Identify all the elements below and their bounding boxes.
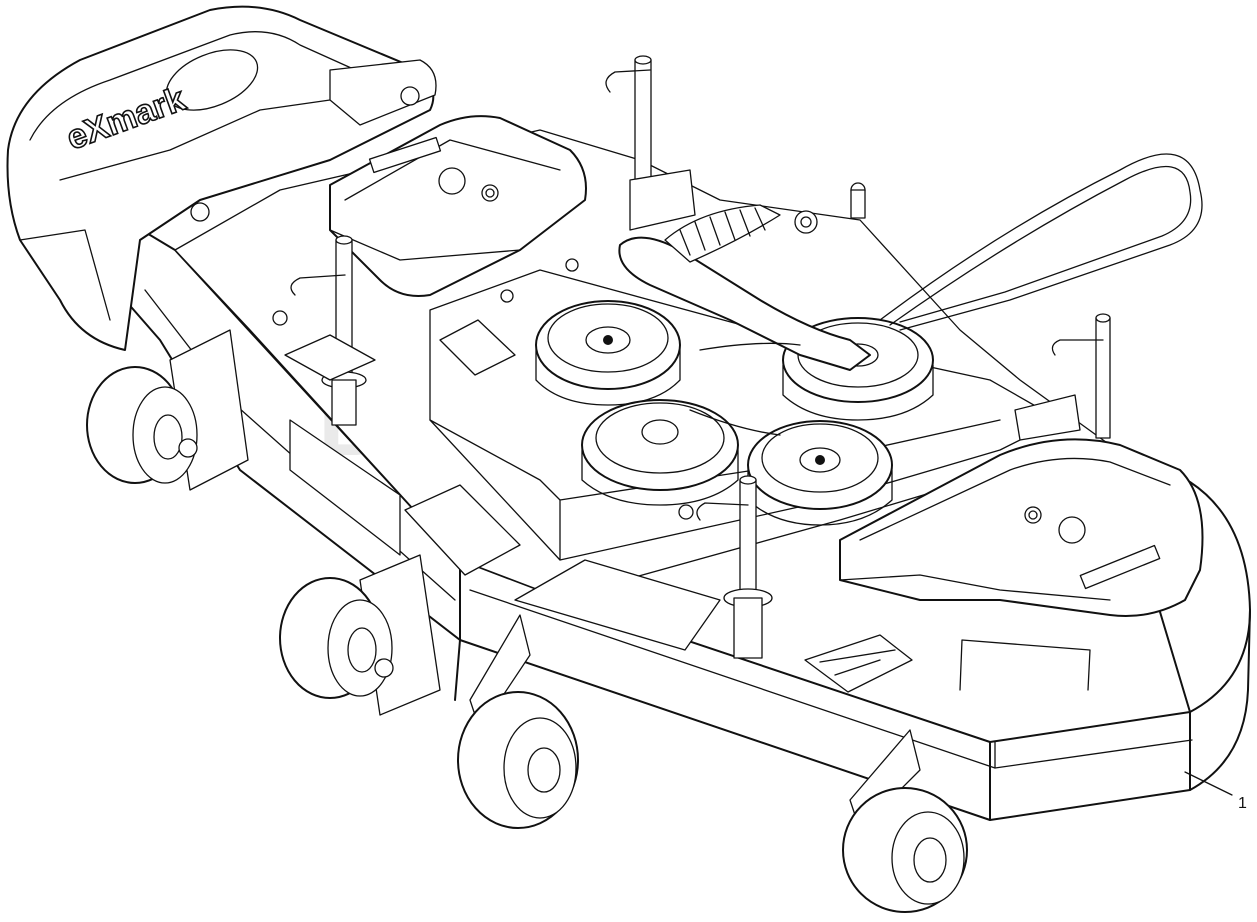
- belt-left-run: [689, 342, 801, 436]
- callout-leader: [1184, 771, 1233, 796]
- belt-outer: [879, 153, 1203, 331]
- deck-front-bottom: [454, 639, 461, 701]
- center-cover-grease-port: [481, 184, 499, 202]
- left-cover-bolt: [190, 202, 210, 222]
- center-cover-top: [344, 139, 561, 201]
- right-cover-grease-port: [1024, 506, 1042, 524]
- right-cover-top: [859, 457, 1171, 541]
- pulley-center: [581, 399, 739, 506]
- wheel-front-right: [842, 729, 968, 913]
- wheel-left-rear: [86, 329, 249, 491]
- center-cover-lip: [329, 229, 521, 261]
- left-cover-latch-bolt: [400, 86, 420, 106]
- wheel-front-center: [457, 614, 579, 829]
- callout-1: 1: [1184, 771, 1247, 812]
- left-cover-side: [19, 229, 111, 321]
- right-cover-handle: [1079, 544, 1161, 590]
- pulley-upper-left: [535, 300, 681, 406]
- pin-right: [1014, 313, 1111, 441]
- pin-front: [696, 475, 773, 659]
- antiscalp-wheels: [86, 329, 968, 913]
- center-cover-logo: [438, 167, 466, 195]
- drive-belt: [689, 153, 1203, 436]
- stud-5: [678, 504, 694, 520]
- idler-assembly: [618, 204, 871, 371]
- idler-spring: [664, 204, 781, 263]
- brand-badge: [165, 49, 259, 111]
- right-spindle-cover: [839, 438, 1204, 691]
- belt-inner: [889, 165, 1192, 326]
- right-cover-logo: [1058, 516, 1086, 544]
- deck-right-wall: [989, 609, 1251, 821]
- decal-operation: [404, 484, 521, 576]
- stud-4: [500, 289, 514, 303]
- center-spindle-cover: [329, 115, 587, 297]
- right-cover-rod: [959, 639, 1091, 691]
- right-cover-lip: [839, 574, 1111, 601]
- decal-front-large: [514, 559, 721, 651]
- idler-arm: [618, 236, 871, 371]
- left-cover-ridge: [59, 99, 331, 181]
- stud-2: [272, 310, 288, 326]
- idler-pivot-bolt: [794, 210, 818, 234]
- decal-warning-center: [439, 319, 516, 376]
- wheel-left-front: [279, 554, 441, 716]
- decal-front-small: [804, 634, 913, 693]
- callout-number: 1: [1238, 795, 1247, 812]
- belt-channel-step-2: [429, 419, 561, 501]
- decal-side-label: [289, 419, 401, 556]
- center-cover-handle: [368, 136, 442, 174]
- left-cover-latch: [329, 59, 437, 126]
- decal-warning-left: [284, 334, 376, 381]
- left-cover-top: [29, 31, 401, 141]
- decals: [284, 319, 913, 693]
- stud-3: [565, 258, 579, 272]
- left-spindle-cover: eXmark: [6, 5, 437, 351]
- pulley-right: [747, 420, 893, 526]
- pin-rear: [605, 55, 696, 231]
- deck-front-wall: [459, 559, 991, 821]
